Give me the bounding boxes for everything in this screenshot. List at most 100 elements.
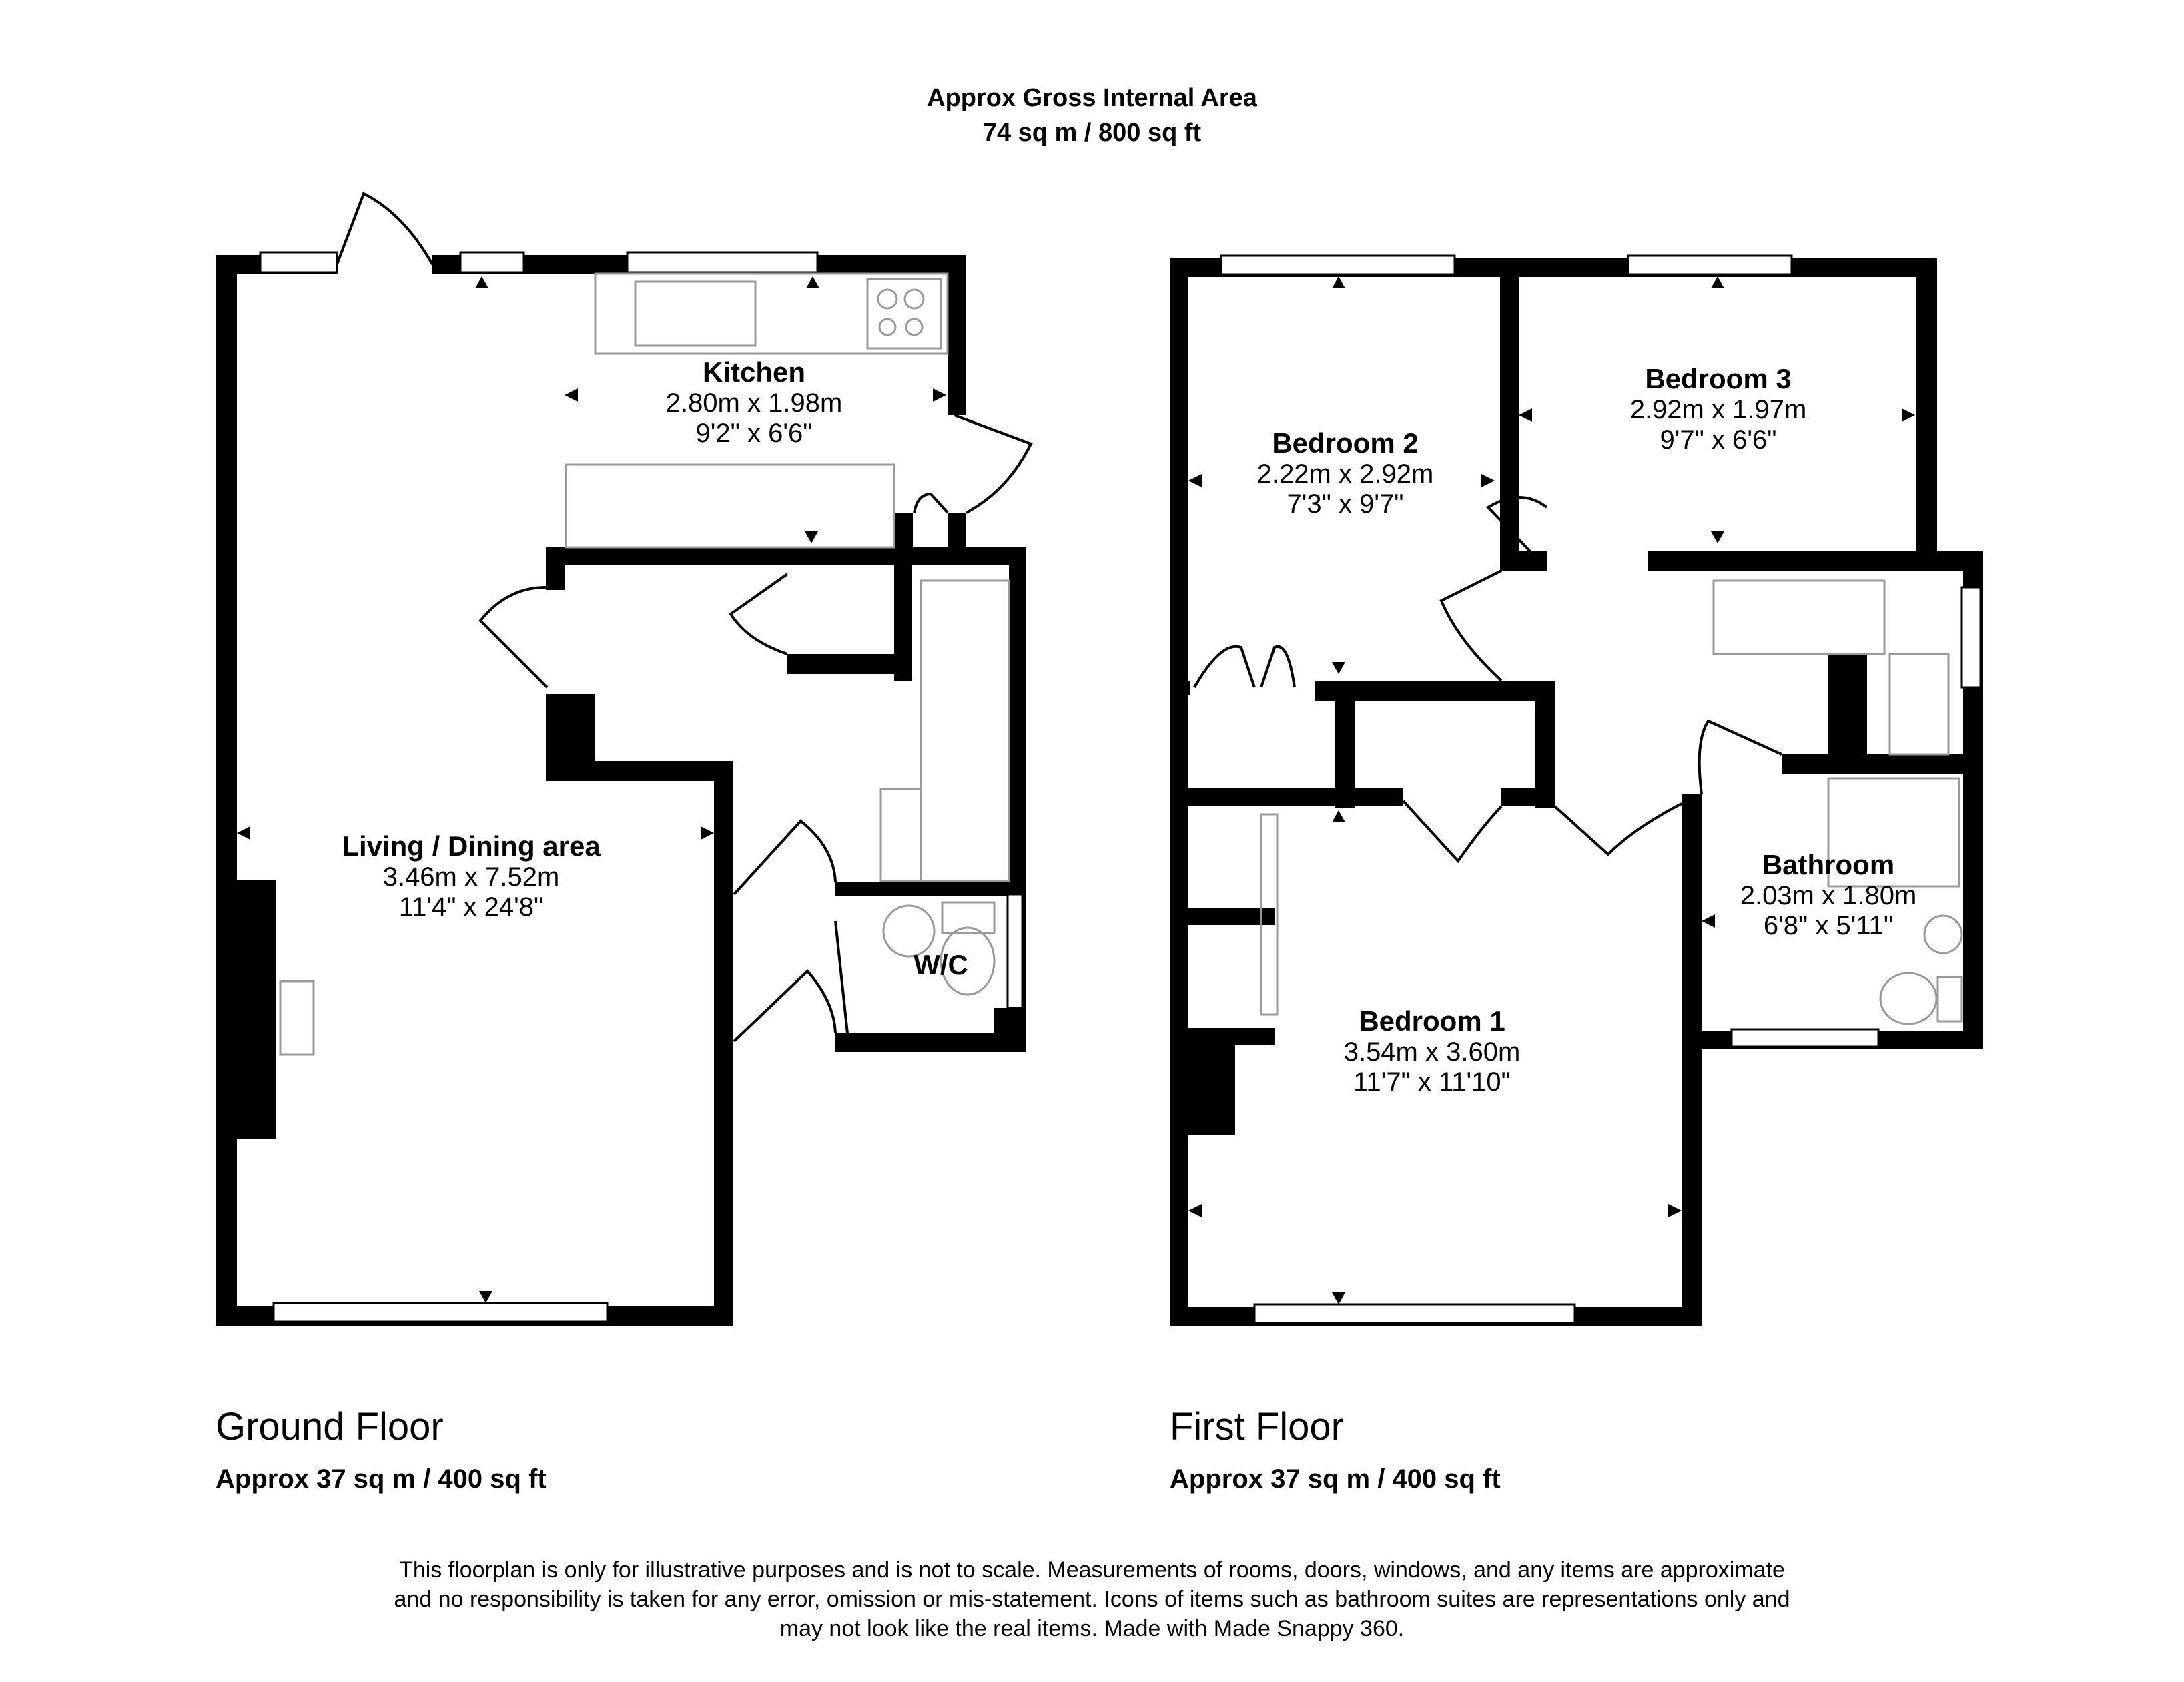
room-dim-metric: 3.54m x 3.60m <box>1343 1037 1521 1067</box>
door-gf-back <box>336 192 434 265</box>
room-dim-metric: 2.80m x 1.98m <box>665 388 843 418</box>
hearth <box>279 980 315 1056</box>
wall-bed3-bottom-b <box>1648 551 1983 571</box>
first-floor-area: Approx 37 sq m / 400 sq ft <box>1170 1464 1501 1494</box>
room-wc: W/C <box>894 949 988 981</box>
windows <box>259 251 1982 1324</box>
room-name: Bedroom 1 <box>1359 1005 1505 1037</box>
room-dim-imperial: 9'2" x 6'6" <box>695 418 813 448</box>
ground-floor-title: Ground Floor <box>216 1405 444 1448</box>
room-name: Bedroom 3 <box>1645 363 1792 394</box>
wall-stairwell-ff <box>1828 654 1867 754</box>
window-bathroom <box>1730 1028 1880 1048</box>
hob-ring-4 <box>905 318 924 336</box>
hob-ring-3 <box>878 318 897 336</box>
kitchen-worktop <box>594 272 949 355</box>
wall-chimney-ff <box>1188 1028 1235 1135</box>
window-bed2 <box>1220 254 1456 276</box>
wc-basin <box>882 904 936 958</box>
wall-bath-left-top <box>1682 794 1702 804</box>
wall-bed1-top-b <box>1501 788 1555 806</box>
wall-wc-top <box>835 882 1026 896</box>
wall-bed2-bed3 <box>1500 258 1519 571</box>
wardrobe-doors <box>1260 813 1279 1016</box>
kitchen-hob <box>866 278 942 350</box>
window-wc <box>1006 893 1024 1009</box>
door-gf-pantry <box>913 492 949 514</box>
door-under-stairs <box>729 573 789 655</box>
kitchen-sink <box>634 280 757 347</box>
room-dim-metric: 2.22m x 2.92m <box>1256 459 1434 489</box>
door-cupboard <box>1193 645 1296 688</box>
window-bed3 <box>1627 254 1793 276</box>
wall-kitchen-right-b <box>948 513 966 551</box>
room-dim-imperial: 11'4" x 24'8" <box>398 892 544 922</box>
door-bed1 <box>1402 800 1503 864</box>
room-kitchen: Kitchen 2.80m x 1.98m 9'2" x 6'6" <box>621 356 887 449</box>
wall-bath-top <box>1782 754 1983 774</box>
room-bedroom-3: Bedroom 3 2.92m x 1.97m 9'7" x 6'6" <box>1595 363 1842 455</box>
fireplace-breast <box>237 880 276 1139</box>
wall-gf-left <box>216 255 237 1326</box>
wall-hall-top <box>546 547 1026 565</box>
door-swings <box>336 192 1782 1043</box>
fixtures <box>279 272 1963 1056</box>
door-front-a <box>733 819 837 896</box>
wall-cupboard-right <box>1535 681 1555 808</box>
room-dim-imperial: 11'7" x 11'10" <box>1353 1067 1511 1097</box>
room-name: W/C <box>914 949 968 980</box>
window-gf-kitchen <box>626 251 819 274</box>
stairs-ff-b <box>1888 653 1950 756</box>
room-dim-metric: 3.46m x 7.52m <box>382 862 560 892</box>
room-dim-imperial: 9'7" x 6'6" <box>1660 425 1777 455</box>
door-living-hall <box>478 586 549 689</box>
wall-bed2-bottom-a <box>1170 681 1190 695</box>
window-landing <box>1960 586 1982 689</box>
bath-toilet <box>1879 972 1938 1025</box>
stairs-gf-foot <box>879 788 922 882</box>
door-bed3 <box>1485 496 1548 569</box>
room-bathroom: Bathroom 2.03m x 1.80m 6'8" x 5'11" <box>1708 849 1948 941</box>
disclaimer-line-3: may not look like the real items. Made w… <box>779 1616 1405 1641</box>
wall-living-right <box>714 761 733 1326</box>
door-bed2 <box>1439 569 1503 682</box>
wc-cistern <box>941 901 996 934</box>
window-gf-1 <box>259 251 338 274</box>
room-dim-imperial: 6'8" x 5'11" <box>1763 911 1894 940</box>
gross-area-value: 74 sq m / 800 sq ft <box>982 119 1202 147</box>
stairs-ff <box>1712 579 1886 655</box>
room-bedroom-1: Bedroom 1 3.54m x 3.60m 11'7" x 11'10" <box>1292 1005 1572 1097</box>
wall-living-step <box>546 761 733 781</box>
stairs-gf <box>920 579 1010 882</box>
room-name: Living / Dining area <box>342 830 601 862</box>
ground-floor-area: Approx 37 sq m / 400 sq ft <box>216 1464 547 1494</box>
door-bed1-b <box>1553 802 1682 856</box>
room-name: Kitchen <box>702 356 805 388</box>
door-bathroom <box>1698 719 1782 795</box>
window-gf-living <box>272 1302 609 1323</box>
bath-cistern <box>1936 976 1963 1023</box>
wall-hall-post <box>546 547 565 590</box>
walls <box>216 255 1983 1326</box>
room-dim-metric: 2.92m x 1.97m <box>1629 395 1807 425</box>
window-gf-2 <box>459 251 525 274</box>
shower-tray <box>1827 777 1960 888</box>
wall-wc-corner <box>994 1008 1026 1052</box>
wall-bed3-right <box>1916 258 1937 564</box>
wc-toilet <box>940 926 996 996</box>
arrow <box>475 276 488 288</box>
hob-ring-2 <box>903 288 925 310</box>
room-bedroom-2: Bedroom 2 2.22m x 2.92m 7'3" x 9'7" <box>1225 427 1465 519</box>
door-front-b <box>733 969 837 1043</box>
wall-bed1-top-a <box>1170 788 1403 806</box>
disclaimer-line-1: This floorplan is only for illustrative … <box>399 1557 1785 1583</box>
door-gf-side <box>954 414 1033 514</box>
door-wc <box>834 920 849 1034</box>
wall-stairs-landing <box>787 654 912 674</box>
room-name: Bathroom <box>1762 849 1895 880</box>
wall-bed1-right <box>1682 794 1702 1326</box>
hob-ring-1 <box>877 288 898 310</box>
room-dim-imperial: 7'3" x 9'7" <box>1287 489 1404 519</box>
wall-kitchen-pillar <box>894 513 913 551</box>
